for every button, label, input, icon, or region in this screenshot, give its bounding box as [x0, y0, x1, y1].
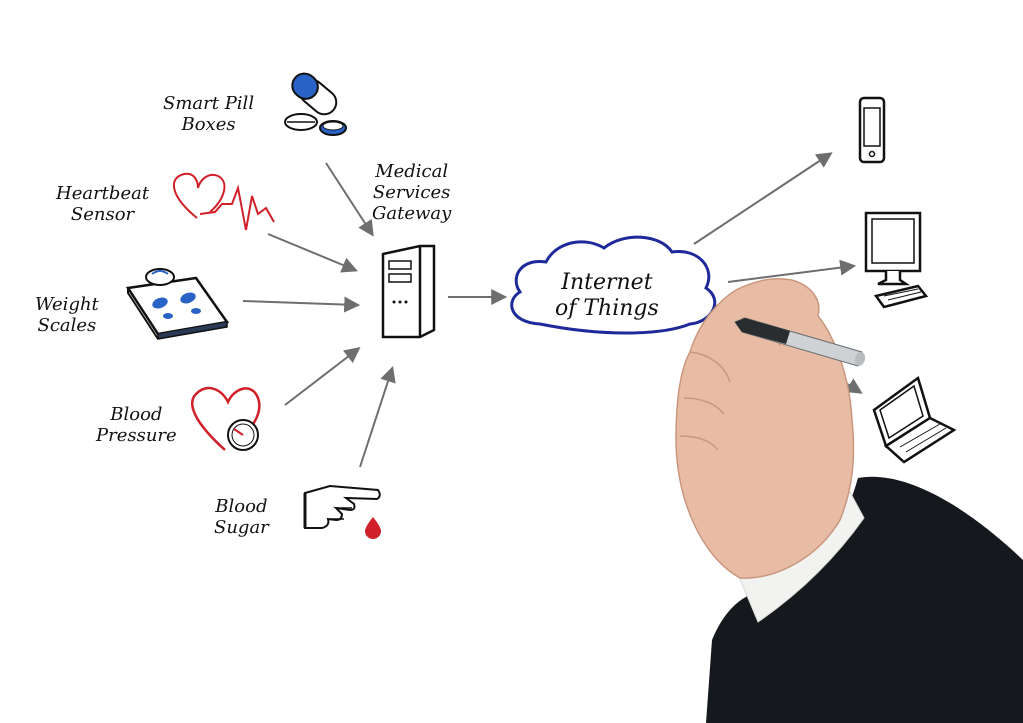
blood-sugar-icon	[303, 484, 381, 539]
heartbeat-icon	[172, 172, 275, 231]
label-weight-scales: Weight Scales	[35, 294, 99, 336]
arrow-cloud-to-desktop	[727, 259, 857, 283]
arrow-sugar-to-gateway	[359, 365, 396, 468]
blood-pressure-icon	[191, 386, 261, 451]
label-smart-pill-boxes: Smart Pill Boxes	[163, 93, 254, 135]
arrow-weight-to-gateway	[242, 296, 361, 313]
arrow-heartbeat-to-gateway	[267, 233, 358, 273]
smartphone-icon	[858, 96, 886, 164]
desktop-computer-icon	[864, 211, 929, 309]
arrow-cloud-to-phone	[693, 152, 833, 245]
server-icon	[381, 244, 436, 339]
label-cloud-line2: of Things	[555, 296, 659, 321]
label-blood-sugar-line1: Blood	[215, 496, 268, 517]
pill-icon	[284, 72, 347, 136]
label-cloud-line1: Internet	[561, 270, 653, 295]
cloud-shape	[510, 235, 717, 335]
label-smart-pill-boxes-line1: Smart Pill	[163, 93, 255, 114]
label-blood-sugar: Blood Sugar	[214, 496, 269, 538]
label-heartbeat-sensor-line1: Heartbeat	[56, 183, 150, 204]
suit-sleeve	[706, 476, 1023, 723]
arrow-pressure-to-gateway	[284, 347, 361, 406]
label-gateway-line2: Services	[372, 182, 451, 203]
label-smart-pill-boxes-line2: Boxes	[181, 114, 236, 135]
arrow-pill-to-gateway	[325, 162, 374, 237]
label-medical-services-gateway: Medical Services Gateway	[372, 161, 451, 224]
marker-pen	[734, 317, 866, 367]
label-blood-pressure: Blood Pressure	[96, 404, 177, 446]
label-internet-of-things: Internet of Things	[555, 270, 659, 322]
weight-scale-icon	[125, 268, 230, 340]
hand	[675, 278, 855, 579]
label-gateway-line1: Medical	[375, 161, 449, 182]
label-blood-pressure-line1: Blood	[110, 404, 163, 425]
laptop-icon	[872, 375, 957, 464]
label-weight-scales-line2: Scales	[37, 315, 97, 336]
label-gateway-line3: Gateway	[372, 203, 452, 224]
label-heartbeat-sensor: Heartbeat Sensor	[56, 183, 149, 225]
label-blood-pressure-line2: Pressure	[96, 425, 177, 446]
label-blood-sugar-line2: Sugar	[214, 517, 269, 538]
label-weight-scales-line1: Weight	[35, 294, 99, 315]
label-heartbeat-sensor-line2: Sensor	[70, 204, 135, 225]
